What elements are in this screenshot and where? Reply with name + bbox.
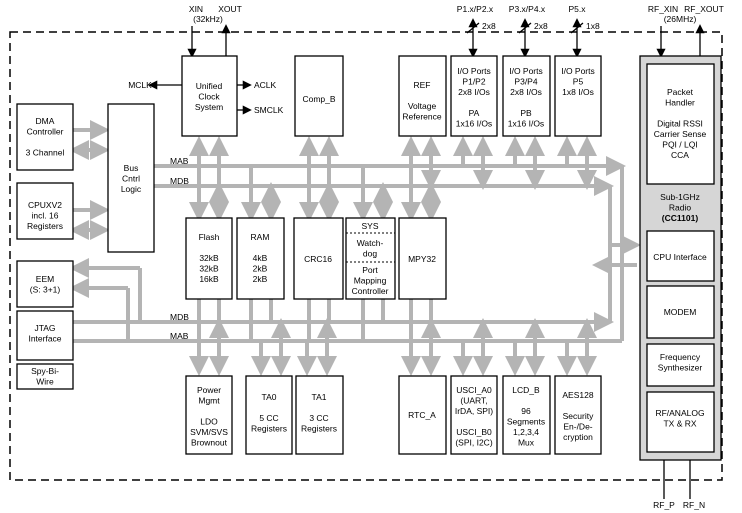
bus-width-p5: 1x8 [586,21,600,31]
mab-bottom-label: MAB [170,331,189,341]
modem-label: MODEM [664,307,697,317]
bus-width-pb: 2x8 [534,21,548,31]
rf-xout-label: RF_XOUT [684,4,724,14]
spy-label: Spy-Bi-Wire [31,366,59,387]
p5-label: P5.x [568,4,586,14]
signal-lines [148,18,705,499]
chip-boundary [9,31,723,481]
radio-chip-label: (CC1101) [662,213,699,223]
comp-b-label: Comp_B [302,94,335,104]
sys-wd-label: Watch-dog [357,238,384,259]
p34-label: P3.x/P4.x [509,4,546,14]
xin-label: XIN [189,4,203,14]
mdb-top-label: MDB [170,176,189,186]
crc16-label: CRC16 [304,254,332,264]
mdb-bottom-label: MDB [170,312,189,322]
eem-label: EEM(S: 3+1) [30,274,61,295]
rf-xin-label: RF_XIN [648,4,678,14]
mpy32-label: MPY32 [408,254,436,264]
smclk-label: SMCLK [254,105,284,115]
p12-label: P1.x/P2.x [457,4,494,14]
bus-width-pa: 2x8 [482,21,496,31]
sys-top-label: SYS [361,221,378,231]
xin-freq-label: (32kHz) [193,14,223,24]
rtc-label: RTC_A [408,410,436,420]
rf-p-label: RF_P [653,500,675,510]
module-boxes [16,55,722,461]
xout-label: XOUT [218,4,242,14]
mclk-label: MCLK [128,80,152,90]
aclk-label: ACLK [254,80,277,90]
sys-dividers [346,232,395,263]
rf-freq-label: (26MHz) [664,14,697,24]
mab-top-label: MAB [170,156,189,166]
cpu-if-label: CPU Interface [653,252,707,262]
usci-label: USCI_A0(UART,IrDA, SPI)USCI_B0(SPI, I2C) [455,385,493,448]
bus-lines [24,120,641,376]
rf-n-label: RF_N [683,500,705,510]
